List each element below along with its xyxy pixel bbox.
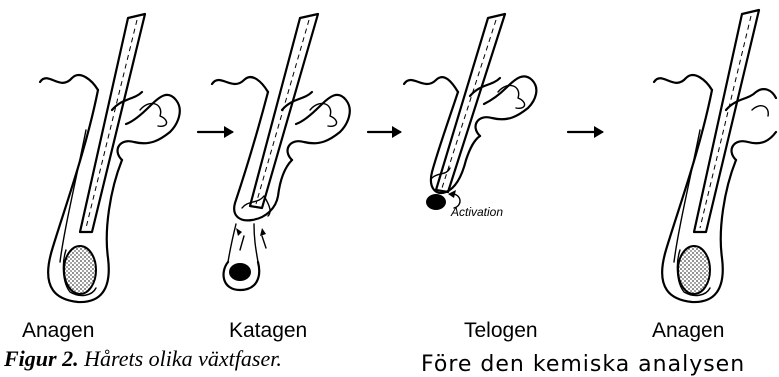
follicle-anagen-2	[654, 10, 776, 302]
follicle-telogen	[404, 14, 536, 210]
phase-label-katagen: Katagen	[229, 319, 307, 343]
phase-label-anagen-2: Anagen	[652, 319, 724, 343]
arrow-right-icon	[368, 126, 402, 138]
activation-annotation: Activation	[451, 205, 503, 219]
body-text-line: Före den kemiska analysen	[421, 352, 745, 377]
follicle-katagen	[212, 14, 350, 290]
phase-label-telogen: Telogen	[464, 319, 538, 343]
figure-caption: Figur 2. Hårets olika växtfaser.	[4, 346, 282, 372]
phase-label-anagen: Anagen	[22, 319, 94, 343]
follicle-anagen-1	[40, 14, 180, 302]
figure-caption-text: Hårets olika växtfaser.	[79, 346, 282, 371]
arrow-right-icon	[198, 126, 234, 138]
arrow-right-icon	[568, 126, 604, 138]
figure-number: Figur 2.	[4, 346, 79, 371]
